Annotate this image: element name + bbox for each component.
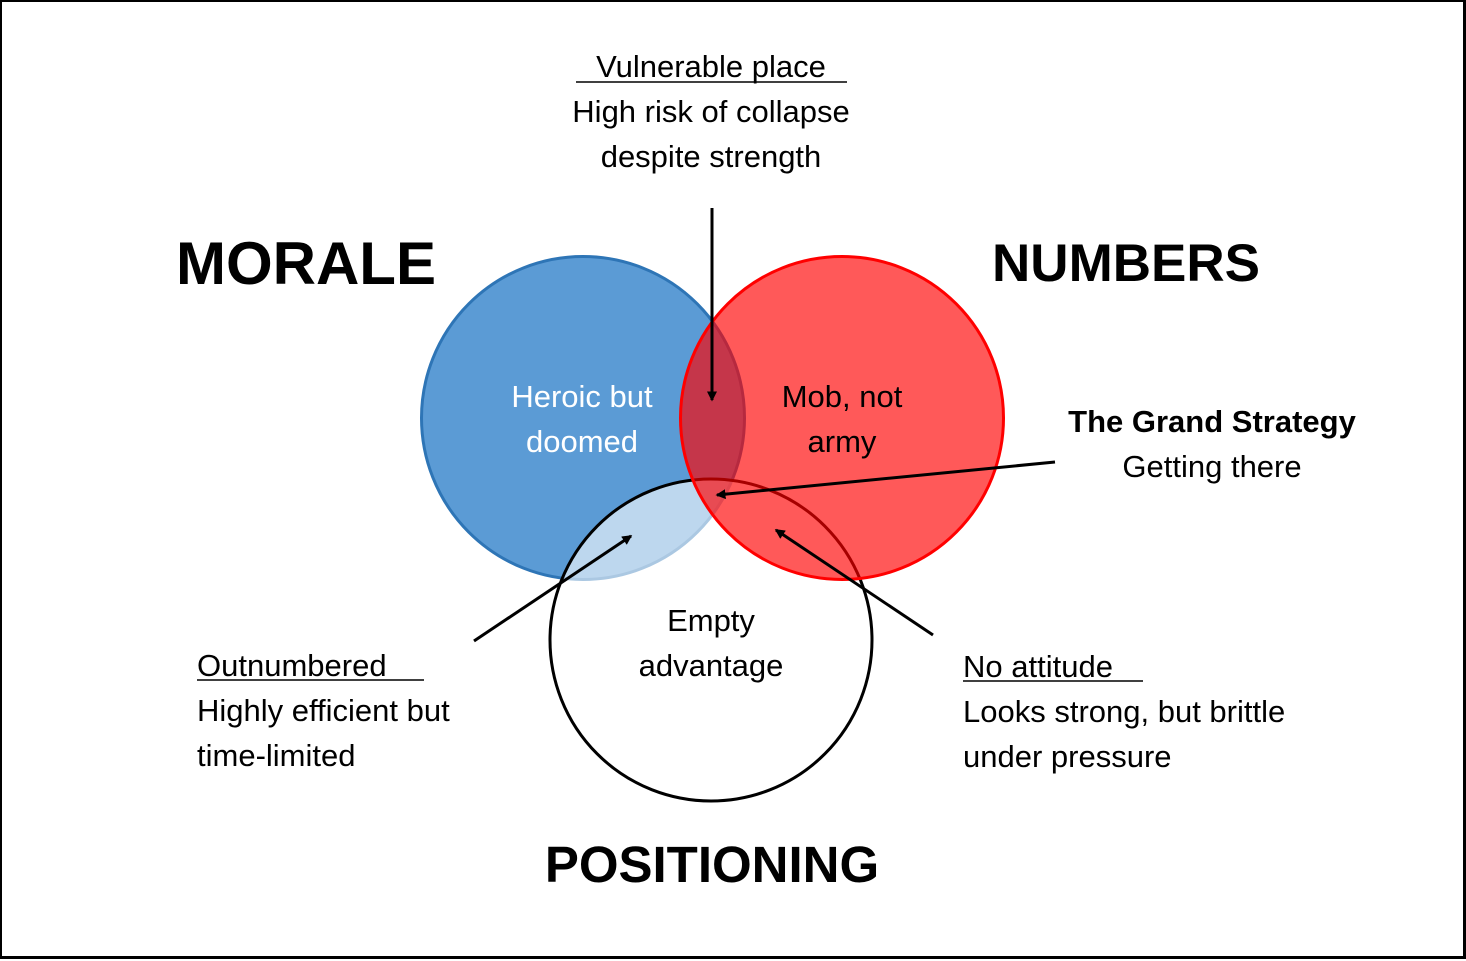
arrow-to-center	[715, 460, 1056, 500]
callout-vulnerable-place: Vulnerable place High risk of collapse d…	[572, 49, 850, 402]
callout-text: Highly efficient but	[197, 693, 450, 728]
callout-text: Looks strong, but brittle	[963, 694, 1285, 729]
region-label-morale-only: Heroic but	[511, 379, 653, 414]
set-label-positioning: POSITIONING	[545, 836, 879, 893]
callout-title: Vulnerable place	[596, 49, 826, 84]
callout-title: The Grand Strategy	[1068, 404, 1356, 439]
region-label-positioning-only: Empty	[667, 603, 755, 638]
arrow-to-numbers-positioning	[774, 528, 934, 637]
callout-title: No attitude	[963, 649, 1113, 684]
region-label-morale-only: doomed	[526, 424, 638, 459]
set-label-numbers: NUMBERS	[992, 234, 1260, 293]
callout-text: time-limited	[197, 738, 355, 773]
callout-text: despite strength	[601, 139, 822, 174]
region-label-positioning-only: advantage	[639, 648, 784, 683]
callout-no-attitude: No attitude Looks strong, but brittle un…	[774, 528, 1285, 774]
set-label-morale: MORALE	[176, 230, 436, 297]
callout-outnumbered: Outnumbered Highly efficient but time-li…	[197, 534, 633, 773]
numbers-circle	[679, 255, 1005, 581]
region-label-numbers-only: Mob, not	[782, 379, 903, 414]
callout-title: Outnumbered	[197, 648, 387, 683]
callout-text: under pressure	[963, 739, 1172, 774]
arrow-to-morale-positioning	[473, 534, 633, 643]
callout-text: Getting there	[1122, 449, 1301, 484]
callout-text: High risk of collapse	[572, 94, 849, 129]
region-label-numbers-only: army	[808, 424, 877, 459]
callout-grand-strategy: The Grand Strategy Getting there	[715, 404, 1357, 500]
